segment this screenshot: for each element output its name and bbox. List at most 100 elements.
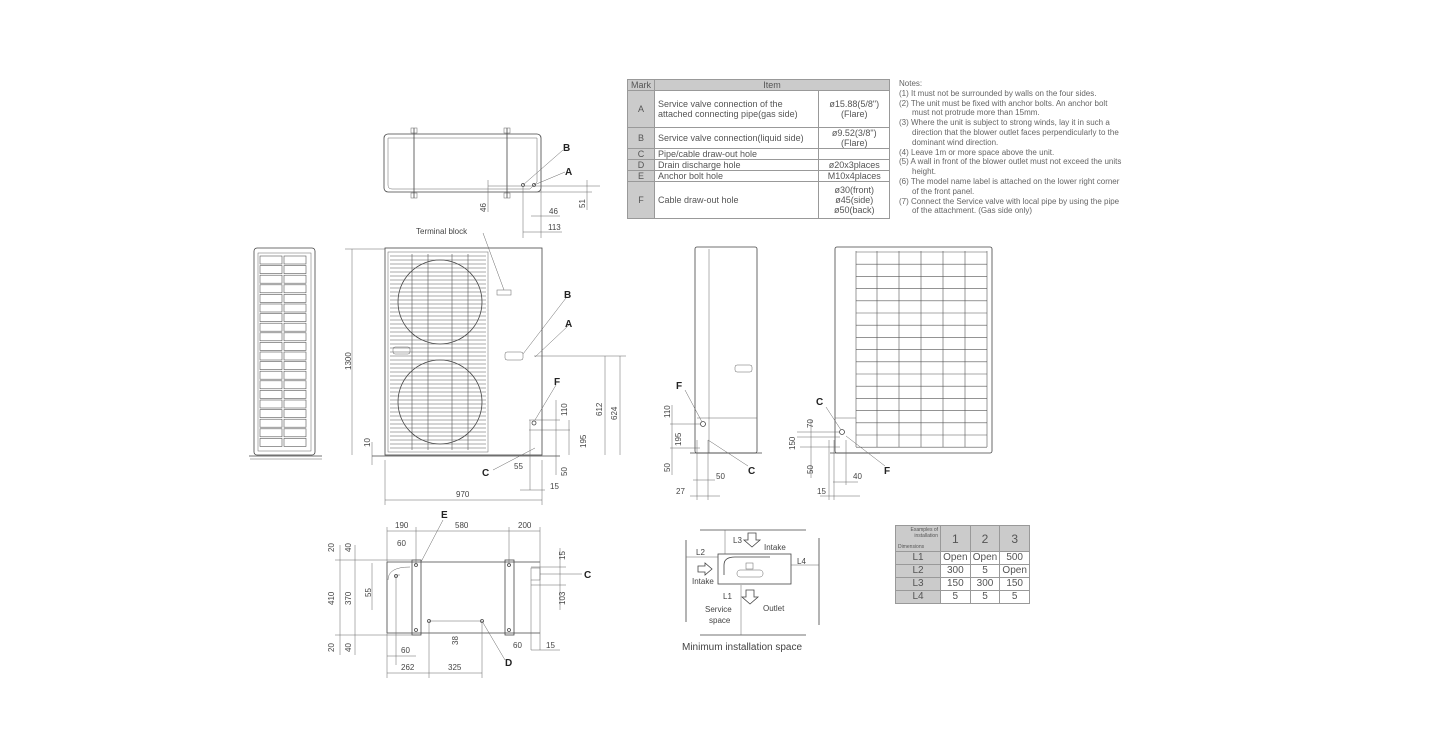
label-a: A	[565, 167, 572, 178]
value-line: ø50(back)	[833, 205, 875, 215]
louver-slot	[283, 342, 307, 351]
louver-slot	[283, 284, 307, 294]
dim-612: 612	[595, 402, 604, 416]
cell: 500	[999, 551, 1030, 565]
louver-slot	[283, 438, 307, 447]
note-item: (5) A wall in front of the blower outlet…	[899, 157, 1122, 177]
dim-50: 50	[663, 463, 672, 472]
louver-slot	[259, 332, 283, 342]
dim-46: 46	[549, 207, 558, 216]
louver-slot	[283, 409, 307, 418]
louver-slot	[283, 265, 307, 274]
louver-slot	[283, 380, 307, 390]
dim-970: 970	[456, 490, 470, 499]
louver-slot	[259, 370, 283, 380]
value-cell: ø30(front)ø45(side)ø50(back)	[818, 181, 890, 219]
cell: Open	[999, 564, 1030, 578]
louver-slot	[283, 428, 307, 438]
service-space-label: space	[709, 616, 731, 625]
louver-slot	[283, 313, 307, 322]
dim-370: 370	[344, 591, 353, 605]
louver-slot	[259, 313, 283, 322]
dim-60: 60	[397, 539, 406, 548]
notes: Notes: (1) It must not be surrounded by …	[899, 79, 1124, 216]
back-view: C F 70 150 50 40 15	[788, 246, 993, 500]
intake-label: Intake	[692, 577, 714, 586]
cell: Open	[940, 551, 971, 565]
value-cell	[818, 148, 890, 160]
row-label: L3	[895, 577, 941, 591]
notes-title: Notes:	[899, 79, 923, 88]
dim-1300: 1300	[344, 352, 353, 370]
label-d: D	[505, 658, 512, 669]
dim-195: 195	[674, 432, 683, 446]
header-mark: Mark	[627, 79, 655, 91]
label-b: B	[563, 143, 570, 154]
label-l3: L3	[733, 536, 742, 545]
louver-slot	[283, 418, 307, 428]
item-cell: Anchor bolt hole	[653, 170, 820, 182]
dim-150: 150	[788, 436, 797, 450]
label-l1: L1	[723, 592, 732, 601]
dim-50: 50	[716, 472, 725, 481]
dim-15: 15	[558, 551, 567, 560]
louver-slot	[283, 332, 307, 342]
dim-60: 60	[513, 641, 522, 650]
value-cell: M10x4places	[818, 170, 890, 182]
dim-20: 20	[327, 543, 336, 552]
louver-slot	[283, 255, 307, 265]
dim-10: 10	[363, 438, 372, 447]
minimum-installation-space-caption: Minimum installation space	[682, 642, 802, 653]
dim-15: 15	[550, 482, 559, 491]
dim-38: 38	[451, 636, 460, 645]
note-item: (1) It must not be surrounded by walls o…	[899, 88, 1097, 98]
dim-55: 55	[364, 588, 373, 597]
corner-bottom-label: Dimensions	[898, 544, 925, 550]
dim-103: 103	[558, 591, 567, 605]
louver-slot	[283, 294, 307, 303]
dim-27: 27	[676, 487, 685, 496]
cell: 300	[940, 564, 971, 578]
dim-195: 195	[579, 434, 588, 448]
dim-580: 580	[455, 521, 469, 530]
cell: 5	[969, 590, 1001, 604]
louver-slot	[259, 294, 283, 303]
louver-slot	[283, 351, 307, 361]
intake-label: Intake	[764, 543, 786, 552]
row-label: L2	[895, 564, 941, 578]
left-side-view	[249, 247, 322, 460]
dim-40: 40	[344, 643, 353, 652]
label-l2: L2	[696, 548, 705, 557]
column-header: 1	[940, 525, 971, 552]
mark-cell: E	[627, 170, 655, 182]
dim-55: 55	[514, 462, 523, 471]
louver-slot	[259, 438, 283, 447]
cell: 5	[969, 564, 1001, 578]
label-b: B	[564, 290, 571, 301]
label-a: A	[565, 319, 572, 330]
value-cell: ø9.52(3/8")(Flare)	[818, 127, 890, 149]
terminal-block-label: Terminal block	[416, 227, 468, 236]
louver-slot	[283, 370, 307, 380]
louver-slot	[259, 342, 283, 351]
dim-70: 70	[806, 419, 815, 428]
dim-50: 50	[560, 467, 569, 476]
right-side-view: F C 110 195 50 50 27	[663, 246, 762, 500]
label-l4: L4	[797, 557, 806, 566]
cell: 5	[940, 590, 971, 604]
note-item: (2) The unit must be fixed with anchor b…	[899, 98, 1108, 118]
bottom-view: E D C 190 580 200 60 20 40 410 370 55 20…	[327, 510, 591, 678]
minimum-installation-space-diagram: L3 Intake L2 L4 Intake L1 Outlet Service…	[682, 529, 820, 653]
dim-40: 40	[853, 472, 862, 481]
cell: 150	[940, 577, 971, 591]
dim-262: 262	[401, 663, 415, 672]
mark-cell: B	[627, 127, 655, 149]
service-space-label: Service	[705, 605, 732, 614]
louver-slot	[259, 351, 283, 361]
louver-slot	[259, 399, 283, 409]
row-label: L4	[895, 590, 941, 604]
dim-46: 46	[479, 203, 488, 212]
louver-slot	[283, 399, 307, 409]
